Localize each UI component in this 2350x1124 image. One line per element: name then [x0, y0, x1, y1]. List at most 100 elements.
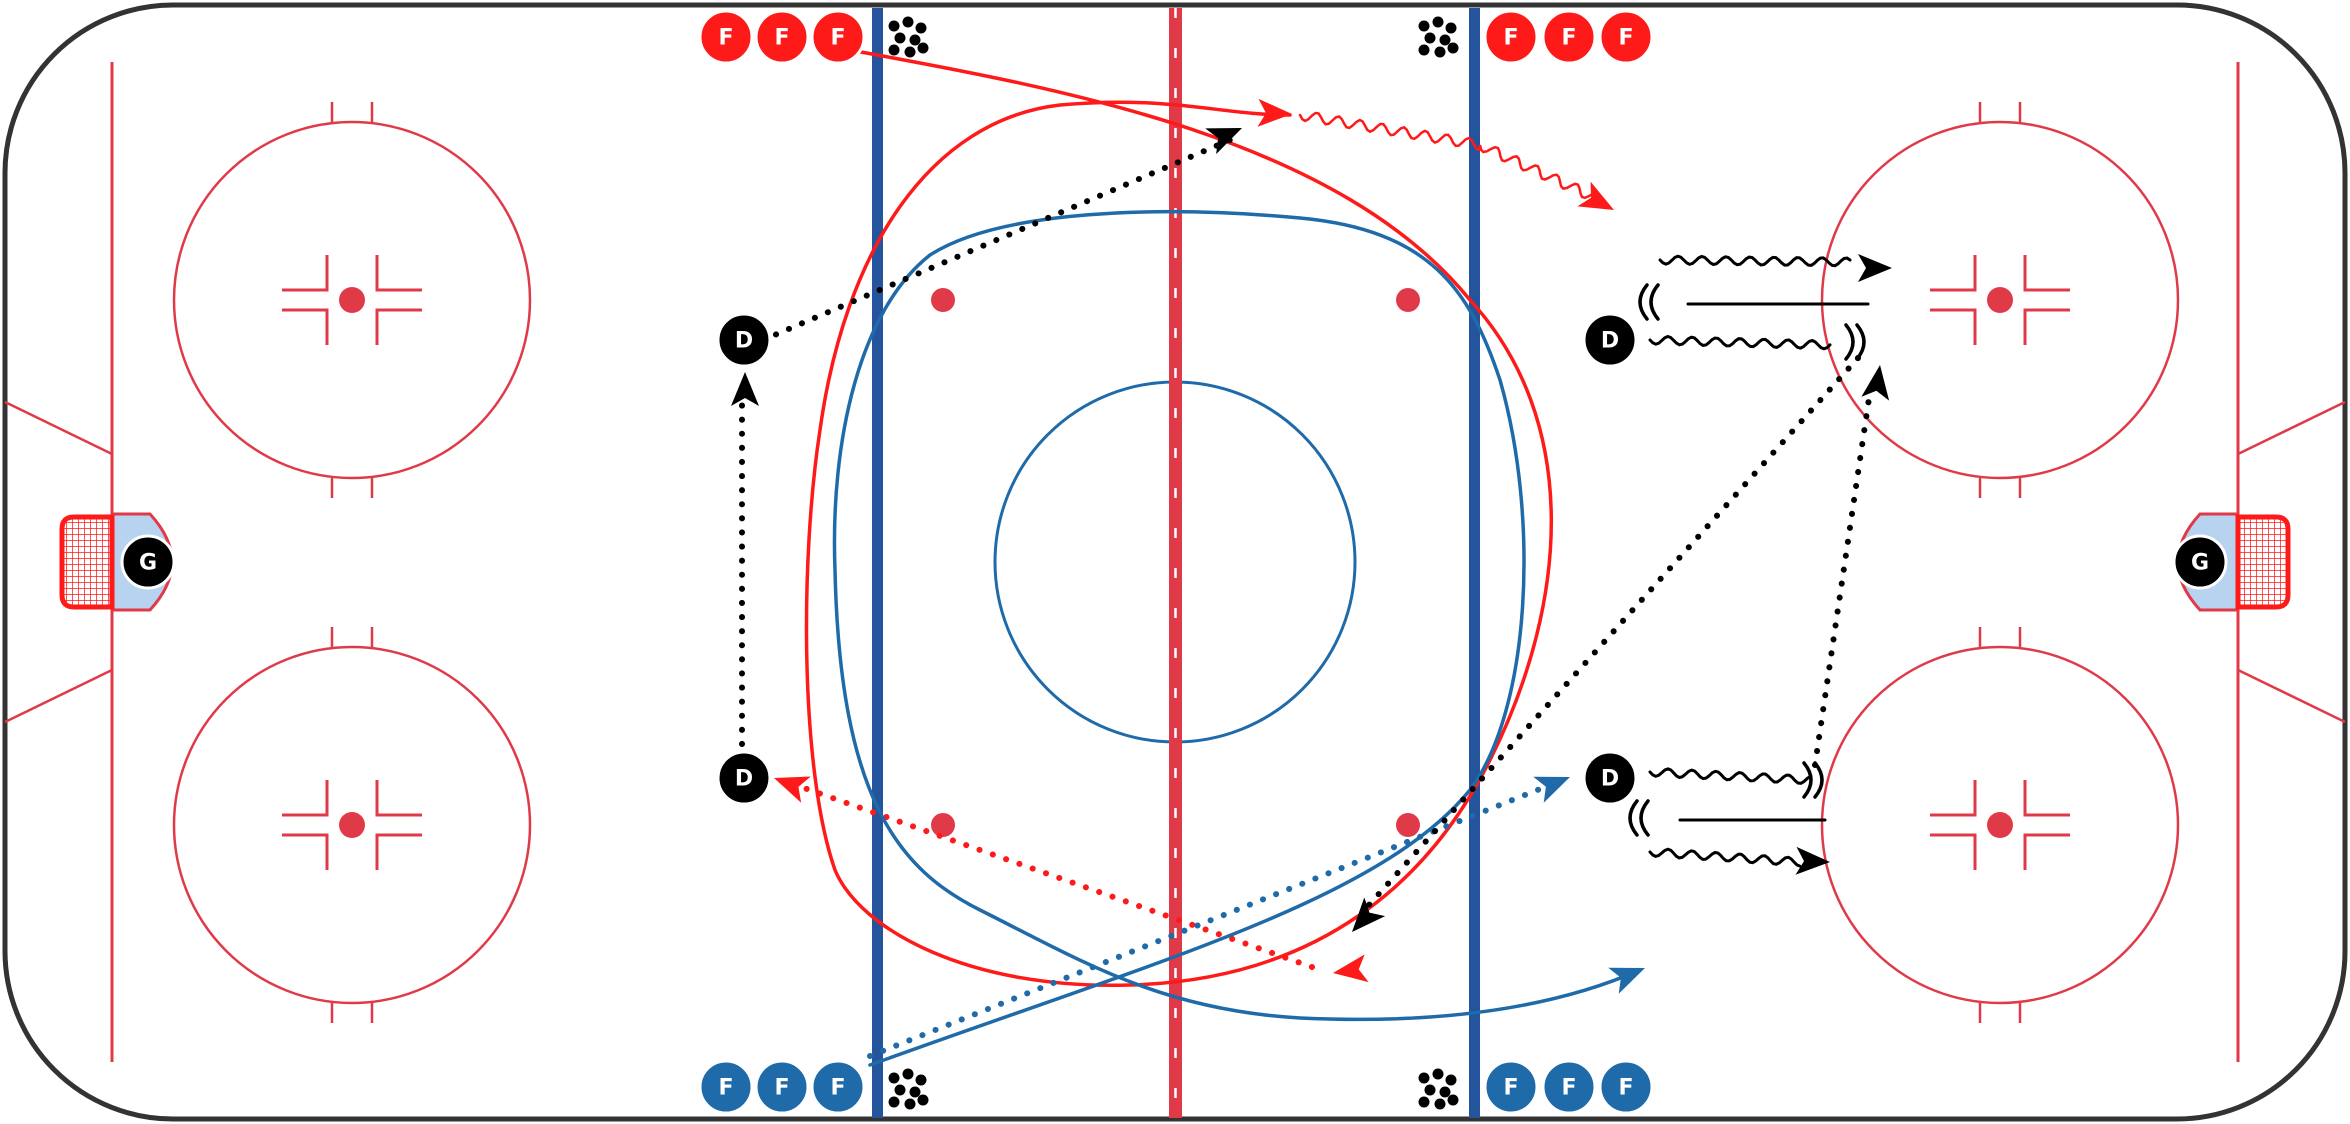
blue-forward-token-disc	[1541, 1059, 1597, 1115]
blue-forward-token: F	[698, 1059, 754, 1115]
faceoff-dot	[1987, 812, 2013, 838]
defense-token-disc	[1582, 312, 1638, 368]
defense-carry-path	[1648, 767, 1812, 785]
goalie-token: G	[120, 534, 176, 590]
cross-ice-pass-path	[1357, 355, 1861, 918]
goalie-token: G	[2172, 534, 2228, 590]
defense-token: D	[716, 750, 772, 806]
stop-mark	[1855, 323, 1866, 361]
blue-forward-token: F	[754, 1059, 810, 1115]
puck-pile-icon	[888, 1068, 929, 1110]
blue-forward-token-label: F	[830, 1076, 845, 1101]
defense-token-disc	[716, 750, 772, 806]
blue-forward-token-disc	[810, 1059, 866, 1115]
blue-forward-token: F	[810, 1059, 866, 1115]
goalie-token-disc	[2172, 534, 2228, 590]
arrowhead-icon	[1858, 254, 1892, 282]
stop-mark	[1649, 283, 1660, 321]
arrowheads	[731, 98, 1892, 994]
defense-token: D	[1582, 312, 1638, 368]
red-forward-token-label: F	[718, 26, 733, 51]
defense-low-pass-path	[1812, 375, 1875, 768]
red-forward-token-label: F	[1503, 26, 1518, 51]
arrowhead-icon	[1795, 846, 1830, 875]
blue-forward-token-disc	[754, 1059, 810, 1115]
puck-pile-icon	[1418, 1068, 1459, 1110]
red-forward-token-disc	[810, 9, 866, 65]
defense-token: D	[1582, 750, 1638, 806]
defense-carry-path	[1648, 334, 1832, 351]
arrowhead-icon	[731, 372, 759, 406]
faceoff-dot	[931, 813, 955, 837]
defense-token-disc	[716, 312, 772, 368]
defense-token-label: D	[735, 329, 753, 354]
faceoff-dot	[339, 287, 365, 313]
faceoff-dot	[1396, 813, 1420, 837]
arrowhead-icon	[1333, 954, 1369, 983]
drill-paths	[739, 48, 1875, 1067]
blue-forward-token-label: F	[774, 1076, 789, 1101]
red-forward-token: F	[1598, 9, 1654, 65]
blue-forward-token-disc	[1483, 1059, 1539, 1115]
faceoff-circle	[172, 627, 532, 1023]
trapezoid-left	[4, 400, 113, 724]
red-forward-token-disc	[1541, 9, 1597, 65]
red-forward-skate-path	[804, 48, 1554, 988]
defense-carry-path	[1648, 847, 1802, 868]
stop-mark	[1638, 283, 1649, 321]
red-forward-token-label: F	[1618, 26, 1633, 51]
defense-pass-up-path	[760, 137, 1233, 343]
puck-pile-icon	[1418, 16, 1459, 58]
blue-line-right	[1469, 8, 1480, 1118]
defense-token-label: D	[1601, 329, 1619, 354]
blue-pass-path	[867, 782, 1553, 1059]
blue-forward-token-label: F	[718, 1076, 733, 1101]
neutral-zone-dots	[931, 288, 1420, 837]
arrowhead-icon	[1257, 98, 1292, 127]
defense-carry-path	[1658, 254, 1852, 268]
blue-forward-token: F	[1598, 1059, 1654, 1115]
arrowhead-icon	[1205, 128, 1242, 155]
stop-mark	[1628, 799, 1639, 837]
stop-mark	[1639, 799, 1650, 837]
blue-forward-token-disc	[698, 1059, 754, 1115]
goalie-token-label: G	[2191, 551, 2209, 576]
blue-forward-token-label: F	[1503, 1076, 1518, 1101]
blue-forward-token-label: F	[1618, 1076, 1633, 1101]
arrowhead-icon	[1608, 967, 1645, 994]
red-forward-token-label: F	[774, 26, 789, 51]
red-forward-token: F	[698, 9, 754, 65]
center-red-line	[1169, 8, 1182, 1118]
puck-pile-icon	[888, 16, 929, 58]
stop-mark	[1813, 761, 1824, 799]
end-zone-faceoff-circles	[172, 102, 2180, 1023]
red-forward-token-disc	[754, 9, 810, 65]
red-forward-token-label: F	[830, 26, 845, 51]
goal-net-icon	[2235, 514, 2291, 610]
defense-token-disc	[1582, 750, 1638, 806]
faceoff-circle	[1820, 627, 2180, 1023]
blue-line-left	[872, 8, 883, 1118]
arrowhead-icon	[1577, 181, 1614, 210]
stop-mark	[1844, 323, 1855, 361]
arrowhead-icon	[774, 776, 811, 803]
red-puck-carry-path	[1298, 111, 1602, 202]
faceoff-dot	[1987, 287, 2013, 313]
stop-mark	[1802, 761, 1813, 799]
defense-token-label: D	[735, 767, 753, 792]
faceoff-dot	[931, 288, 955, 312]
faceoff-dot	[339, 812, 365, 838]
goalie-token-disc	[120, 534, 176, 590]
red-forward-token-disc	[1483, 9, 1539, 65]
arrowhead-icon	[1861, 365, 1890, 401]
red-forward-token: F	[1483, 9, 1539, 65]
arrowhead-icon	[1533, 776, 1570, 803]
blue-forward-token-disc	[1598, 1059, 1654, 1115]
blue-forward-token: F	[1483, 1059, 1539, 1115]
faceoff-circle	[1820, 102, 2180, 498]
faceoff-circle	[172, 102, 532, 498]
goalie-token-label: G	[139, 551, 157, 576]
red-forward-token-disc	[698, 9, 754, 65]
